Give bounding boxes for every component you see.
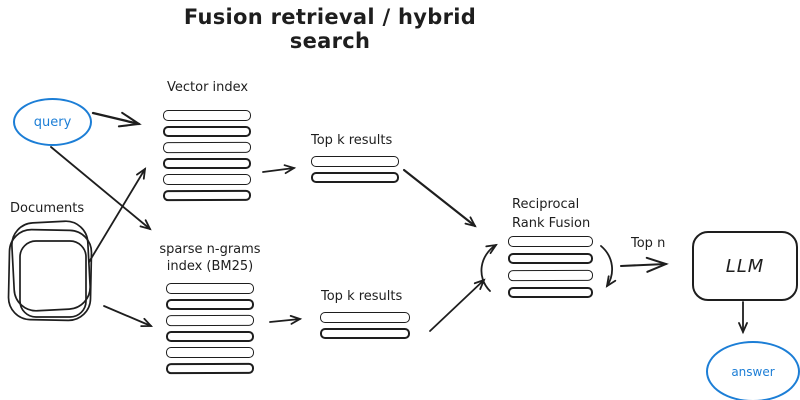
documents-stack-icon (7, 220, 93, 322)
index-row-bar (163, 126, 251, 137)
vector-index-stack (162, 110, 252, 202)
llm-label: LLM (725, 255, 765, 277)
index-row-bar (508, 236, 593, 247)
arrow-documents-to-sparse-index (103, 305, 154, 328)
arrow-vector-index-to-top-k (262, 164, 297, 175)
index-row-bar (166, 283, 254, 294)
index-row-bar (508, 287, 593, 298)
sparse-index-label-line2: index (BM25) (166, 259, 254, 274)
answer-label: answer (731, 364, 775, 379)
index-row-bar (162, 141, 252, 154)
query-label: query (33, 114, 72, 130)
top-n-label: Top n (631, 236, 666, 251)
arrow-query-to-vector-index (91, 111, 142, 128)
index-row-bar (163, 110, 251, 121)
top-k-results-sparse-stack (320, 312, 410, 339)
index-row-bar (166, 331, 254, 342)
arrow-rrf-to-llm (619, 256, 669, 273)
index-row-bar (311, 156, 399, 167)
sparse-index-label-line1: sparse n-grams (159, 242, 261, 257)
llm-node[interactable]: LLM (692, 231, 798, 301)
vector-index-label: Vector index (167, 80, 249, 95)
index-row-bar (507, 269, 594, 282)
index-row-bar (508, 253, 593, 264)
top-k-results-sparse-label: Top k results (321, 289, 403, 304)
arrow-top-k-sparse-to-rrf (429, 278, 486, 332)
query-node[interactable]: query (13, 98, 92, 146)
rrf-cycle-arrow-left (480, 243, 498, 292)
index-row-bar (311, 172, 399, 183)
arrow-query-to-sparse-index (50, 146, 152, 231)
rrf-label-line1: Reciprocal (512, 197, 580, 212)
rrf-label-line2: Rank Fusion (512, 216, 591, 231)
answer-node[interactable]: answer (706, 341, 800, 400)
diagram-title: Fusion retrieval / hybrid search (183, 5, 477, 53)
reciprocal-rank-fusion-label: Reciprocal Rank Fusion (512, 195, 590, 233)
index-row-bar (166, 347, 254, 358)
top-k-results-vector-label: Top k results (311, 133, 393, 148)
reciprocal-rank-fusion-stack (507, 236, 594, 298)
arrow-sparse-index-to-top-k (269, 315, 303, 325)
index-row-bar (166, 299, 254, 310)
index-row-bar (165, 362, 255, 375)
sparse-index-label: sparse n-grams index (BM25) (150, 241, 270, 275)
index-row-bar (320, 328, 410, 339)
index-row-bar (163, 174, 251, 185)
documents-label: Documents (10, 201, 85, 216)
arrow-top-k-vector-to-rrf (402, 168, 477, 228)
top-k-results-vector-stack (311, 156, 399, 183)
rrf-cycle-arrow-right (600, 245, 617, 288)
index-row-bar (320, 312, 410, 323)
sparse-index-stack (165, 283, 255, 375)
index-row-bar (165, 314, 255, 327)
index-row-bar (162, 189, 252, 202)
index-row-bar (163, 158, 251, 169)
